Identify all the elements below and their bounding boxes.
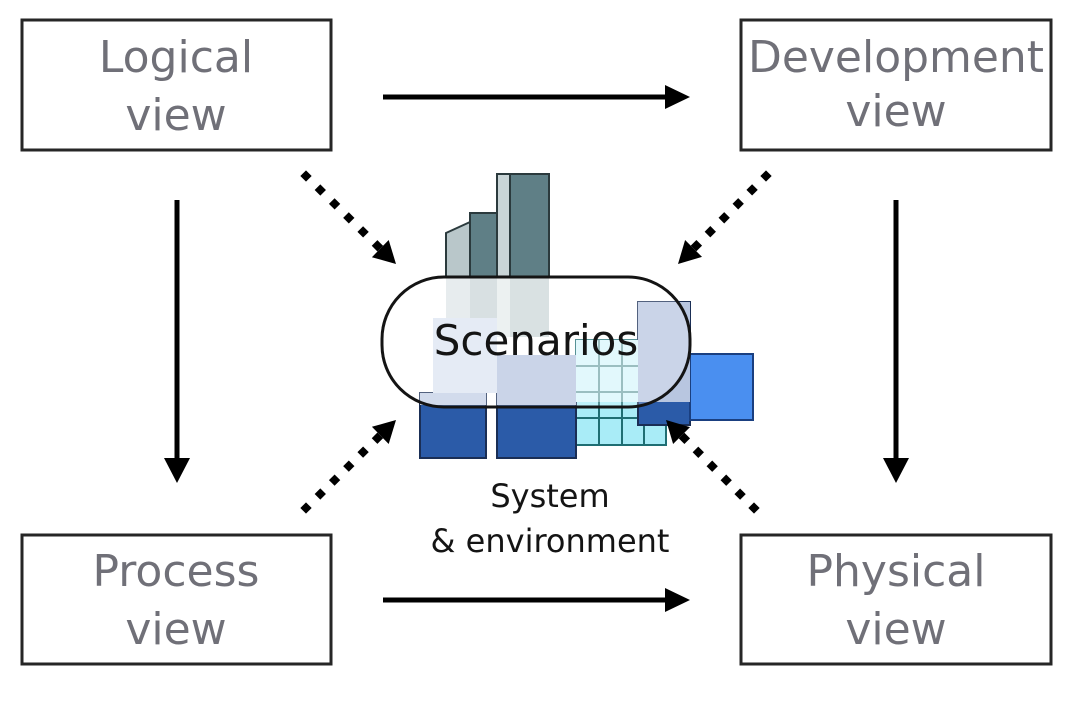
logical-view-label-line1: Logical (99, 32, 253, 83)
arrowhead-icon (164, 458, 190, 483)
overlay-tower (638, 302, 690, 402)
arrow-logical-to-development (383, 85, 690, 109)
arrow-dot (760, 170, 772, 182)
physical-view-label-line2: view (845, 604, 946, 655)
development-view-label-line1: Development (748, 32, 1044, 83)
system-caption-line1: System (490, 477, 609, 515)
process-view-label-line1: Process (93, 546, 260, 597)
arrowhead-icon (678, 240, 702, 264)
arrow-process-to-physical (383, 588, 690, 612)
system-caption-line2: & environment (431, 522, 670, 560)
arrowhead-icon (666, 420, 690, 444)
building-tall-light-faded (497, 277, 510, 337)
arrow-dot (718, 212, 730, 224)
arrow-dot (704, 226, 716, 238)
arrow-dot (314, 488, 326, 500)
building-tall (509, 173, 550, 278)
arrow-dot (748, 502, 760, 514)
block-bright-blue (689, 353, 754, 421)
physical-view-node: Physical view (739, 533, 1053, 666)
development-view-box (739, 18, 1053, 152)
overlay-panel-left (433, 318, 497, 393)
arrow-dot (328, 198, 341, 210)
arrow-dot (690, 239, 703, 252)
arrowhead-icon (883, 458, 909, 483)
arrow-dot (343, 460, 355, 472)
arrowhead-icon (665, 588, 690, 612)
arrow-development-to-physical (883, 200, 909, 483)
building-middle (469, 212, 498, 278)
scenarios-node: Scenarios (380, 275, 692, 409)
arrow-dot (343, 212, 355, 224)
building-tall-light (496, 173, 511, 278)
dotted-arrow-development-to-scenarios (678, 170, 772, 264)
dotted-arrow-logical-to-scenarios (300, 170, 396, 264)
logical-view-box (20, 18, 333, 152)
arrow-dot (357, 226, 369, 238)
building-left (445, 220, 471, 278)
process-view-node: Process view (20, 533, 333, 666)
arrow-dot (720, 474, 732, 486)
arrow-dot (371, 240, 384, 252)
development-view-node: Development view (739, 18, 1053, 152)
logical-view-node: Logical view (20, 18, 333, 152)
arrowhead-icon (665, 85, 690, 109)
dotted-arrow-physical-to-scenarios (666, 420, 760, 514)
arrow-dot (678, 432, 691, 445)
arrow-dot (357, 446, 369, 458)
arrowhead-icon (371, 240, 396, 264)
arrow-dot (734, 488, 746, 500)
process-view-label-line2: view (125, 604, 226, 655)
arrow-dot (692, 446, 704, 458)
development-view-label-line2: view (845, 86, 946, 137)
arrow-dot (371, 432, 384, 444)
overlay-panel-right (497, 355, 576, 405)
building-tall-faded (510, 277, 549, 337)
system-illustration (419, 173, 754, 459)
physical-view-label-line1: Physical (807, 546, 986, 597)
physical-view-box (739, 533, 1053, 666)
scenarios-label: Scenarios (434, 316, 638, 365)
arrow-dot (300, 170, 312, 182)
arrow-dot (314, 184, 326, 196)
arrow-dot (328, 474, 341, 486)
arrow-logical-to-process (164, 200, 190, 483)
arrow-dot (732, 198, 744, 210)
logical-view-label-line2: view (125, 90, 226, 141)
overlay-strip (420, 393, 486, 405)
process-view-box (20, 533, 333, 666)
dotted-arrow-process-to-scenarios (300, 420, 396, 514)
scenarios-pill (380, 275, 692, 409)
arrow-dot (706, 460, 718, 472)
arrow-dot (746, 184, 758, 196)
dotted-arrows (300, 170, 772, 514)
arrow-dot (300, 502, 312, 514)
arrowhead-icon (371, 420, 396, 444)
